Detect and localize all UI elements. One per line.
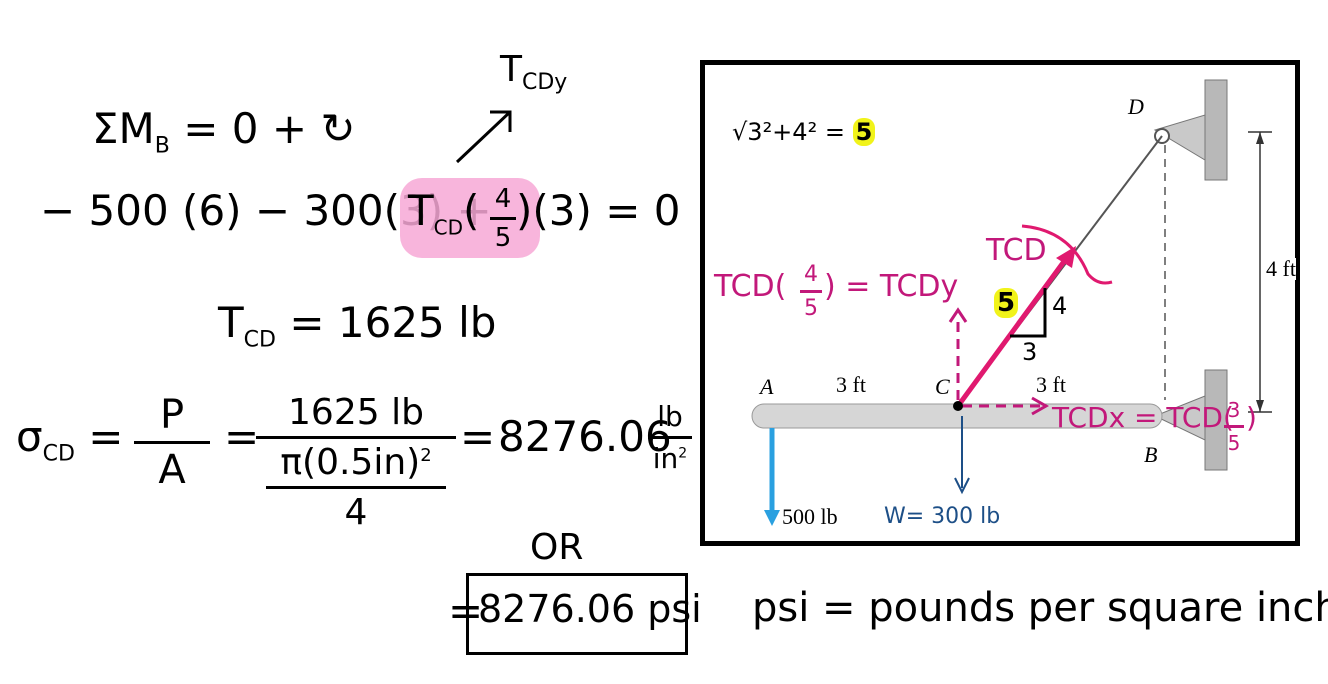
tcd-cable-label: TCD: [986, 233, 1047, 268]
pythag-result: 5: [852, 118, 876, 146]
weight-label: W= 300 lb: [884, 504, 1001, 529]
psi-definition: psi = pounds per square inch: [752, 585, 1328, 631]
pythag-note: √3²+4² = 5: [732, 118, 876, 146]
label-d: D: [1128, 94, 1144, 119]
tri-vert: 4: [1052, 292, 1068, 320]
ccw-arrow-icon: ↻: [320, 104, 356, 153]
eq2: =: [224, 412, 260, 461]
psi-box: [466, 573, 688, 655]
dim-3ft-right: 3 ft: [1036, 372, 1066, 397]
tcdy-expression-right: ) = TCDy: [824, 269, 959, 304]
dim-3ft-left: 3 ft: [836, 372, 866, 397]
tcdx-expression: TCDx = TCD(: [1052, 401, 1234, 434]
label-c: C: [935, 374, 950, 399]
psi-boxed-value: 8276.06 psi: [478, 587, 702, 631]
sigma-label: σCD =: [16, 412, 124, 467]
eq3: =: [460, 412, 496, 461]
or-label: OR: [530, 527, 584, 568]
label-a: A: [760, 374, 774, 399]
tcd-result: TCD = 1625 lb: [218, 298, 497, 353]
tcdx-close: ): [1246, 401, 1257, 434]
stress-unit: lb in2: [648, 400, 692, 475]
tri-hyp: 5: [994, 288, 1019, 318]
tri-horiz: 3: [1022, 338, 1038, 366]
highlight: [400, 178, 540, 258]
moment-eq-right: )(3) = 0: [516, 186, 681, 235]
dim-4ft: 4 ft: [1266, 256, 1296, 281]
tcdy-arrow-icon: [455, 110, 512, 164]
beam-diagram: [751, 79, 1272, 526]
stress-val: 8276.06: [498, 412, 672, 461]
frac-area: 1625 lb π(0.5in)2 4: [256, 392, 456, 533]
label-b: B: [1144, 442, 1158, 467]
tcdy-label: TCDy: [500, 49, 568, 96]
psi-eq: =: [448, 586, 484, 635]
tcdy-expression: TCD(: [714, 269, 787, 304]
tcd-term: TCD(: [408, 186, 480, 240]
moment-sum: ΣMB = 0 + ↻: [92, 104, 356, 159]
load-500: 500 lb: [782, 504, 838, 529]
